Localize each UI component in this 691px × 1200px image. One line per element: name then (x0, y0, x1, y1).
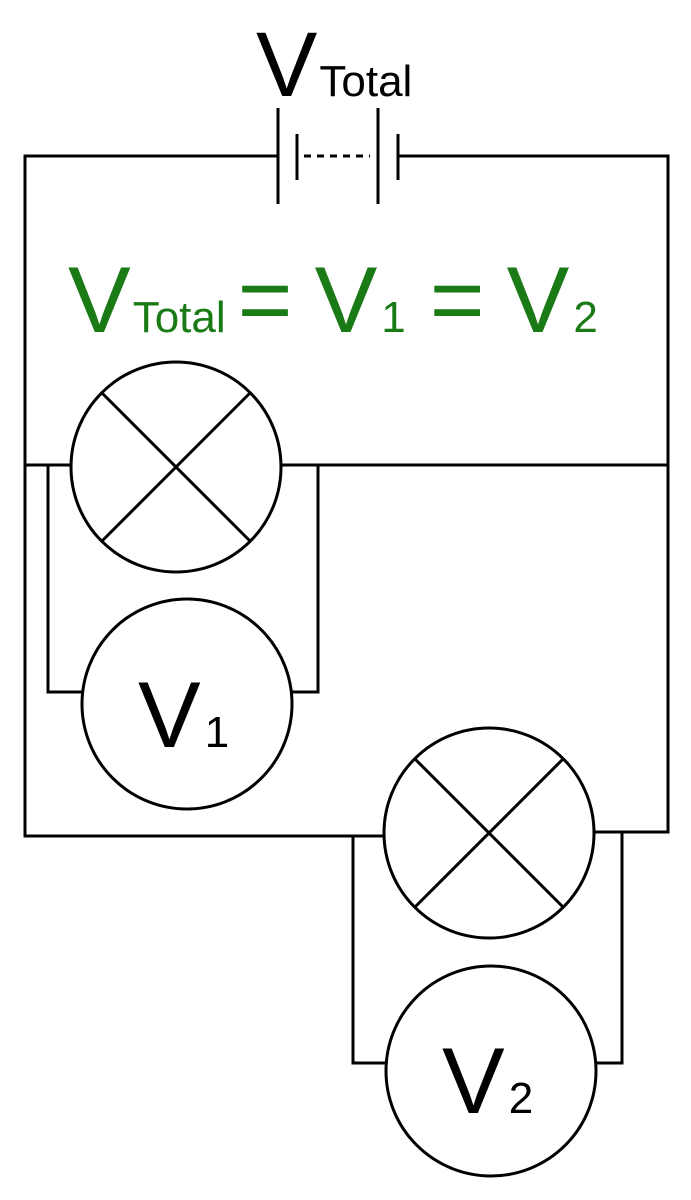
lamp-1 (69, 360, 283, 574)
voltmeter-1-label: V1 (138, 662, 229, 767)
lamp-cross-icon (100, 391, 252, 543)
wire-vm1-loop-right (290, 463, 320, 694)
eq-vtotal-sub: Total (133, 293, 226, 342)
eq-vtotal-main: V (68, 247, 131, 352)
circuit-wires (23, 154, 670, 1065)
wire-vm1-loop-left (46, 463, 84, 694)
voltmeter-2-circle (384, 964, 598, 1178)
eq-equals-2: = (430, 247, 485, 352)
lamp-cross-icon (413, 757, 565, 909)
voltmeter-2-label-main: V (442, 1028, 505, 1133)
eq-equals-1: = (238, 247, 293, 352)
voltmeter-1-label-sub: 1 (205, 708, 229, 757)
voltmeter-1-circle (80, 597, 294, 811)
lamp-1-cross-b (100, 391, 252, 543)
battery-label-sub: Total (319, 57, 412, 106)
battery: VTotal (256, 14, 412, 204)
voltmeter-2-label-sub: 2 (509, 1074, 533, 1123)
eq-v2-sub: 2 (573, 293, 597, 342)
voltmeter-2: V2 (384, 964, 598, 1178)
battery-label-main: V (256, 14, 317, 116)
voltmeter-2-label: V2 (442, 1028, 533, 1133)
lamp-2 (382, 726, 596, 940)
voltmeter-1: V1 (80, 597, 294, 811)
wire-vm2-loop-right (594, 830, 624, 1065)
eq-v2-main: V (507, 247, 570, 352)
battery-label: VTotal (256, 14, 412, 116)
lamp-2-cross-b (413, 757, 565, 909)
voltmeter-1-label-main: V (138, 662, 201, 767)
eq-v1-main: V (315, 247, 378, 352)
voltage-equation: VTotal=V1=V2 (68, 247, 598, 352)
wire-vm2-loop-left (351, 834, 388, 1065)
eq-v1-sub: 1 (381, 293, 405, 342)
